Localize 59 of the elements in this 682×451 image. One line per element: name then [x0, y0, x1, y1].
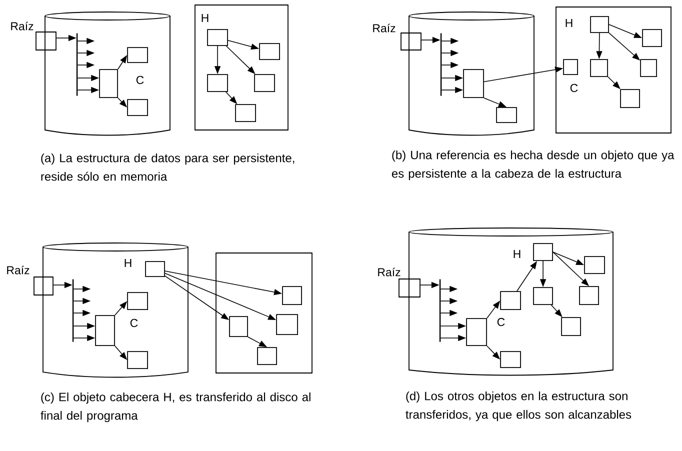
- object-box: [259, 43, 280, 60]
- object-label: C: [130, 318, 138, 328]
- object-box: [207, 29, 228, 46]
- cylinder: [408, 228, 614, 376]
- object-box: [584, 256, 605, 274]
- object-box: [95, 315, 115, 346]
- object-box: [145, 261, 165, 277]
- cylinder: [408, 12, 534, 136]
- object-box: [466, 318, 487, 346]
- object-box: [579, 286, 599, 305]
- object-label: Raíz: [11, 22, 34, 30]
- object-box: [561, 317, 581, 336]
- object-box: [400, 32, 422, 50]
- object-label: Raíz: [373, 24, 396, 32]
- object-box: [36, 32, 56, 50]
- object-box: [620, 89, 640, 108]
- object-box: [254, 74, 275, 92]
- object-label: H: [566, 19, 572, 27]
- object-box: [276, 314, 298, 335]
- object-box: [563, 59, 578, 75]
- object-box: [463, 69, 484, 98]
- memory-area-box: [556, 6, 672, 134]
- object-box: [398, 278, 420, 298]
- panel-caption: (b) Una referencia es hecha desde un objeto que ya es persistente a la cabeza de la estructura: [392, 150, 674, 180]
- object-box: [533, 243, 553, 261]
- object-box: [127, 47, 148, 63]
- object-box: [590, 16, 609, 33]
- object-label: C: [570, 84, 578, 92]
- object-box: [533, 287, 553, 305]
- object-box: [207, 74, 228, 92]
- object-box: [257, 347, 277, 365]
- panel-caption: (c) El objeto cabecera H, es transferido al disco al final del programa: [40, 392, 310, 422]
- memory-area-box: [194, 4, 288, 130]
- object-label: H: [514, 250, 520, 258]
- object-label: Raíz: [378, 268, 400, 276]
- object-box: [500, 351, 521, 368]
- object-box: [127, 99, 148, 116]
- object-label: H: [202, 14, 208, 22]
- object-box: [229, 316, 248, 337]
- object-box: [642, 29, 662, 47]
- object-box: [235, 104, 256, 122]
- object-label: Raíz: [7, 266, 30, 274]
- memory-area-box: [216, 252, 312, 374]
- object-box: [99, 69, 118, 98]
- object-label: C: [497, 318, 505, 326]
- cylinder: [44, 12, 170, 136]
- object-label: H: [124, 259, 132, 267]
- object-box: [127, 292, 148, 310]
- object-box: [282, 286, 302, 305]
- object-box: [590, 59, 608, 77]
- panel-caption: (a) La estructura de datos para ser persistente, reside sólo en memoria: [41, 153, 294, 181]
- object-box: [500, 291, 521, 310]
- cylinder: [42, 242, 188, 378]
- object-box: [496, 107, 517, 123]
- panel-caption: (d) Los otros objetos en la estructura son transferidos, ya que ellos son alcanzables: [406, 391, 632, 422]
- object-box: [34, 276, 54, 296]
- object-box: [640, 59, 657, 77]
- object-box: [127, 351, 148, 369]
- object-label: C: [136, 76, 144, 84]
